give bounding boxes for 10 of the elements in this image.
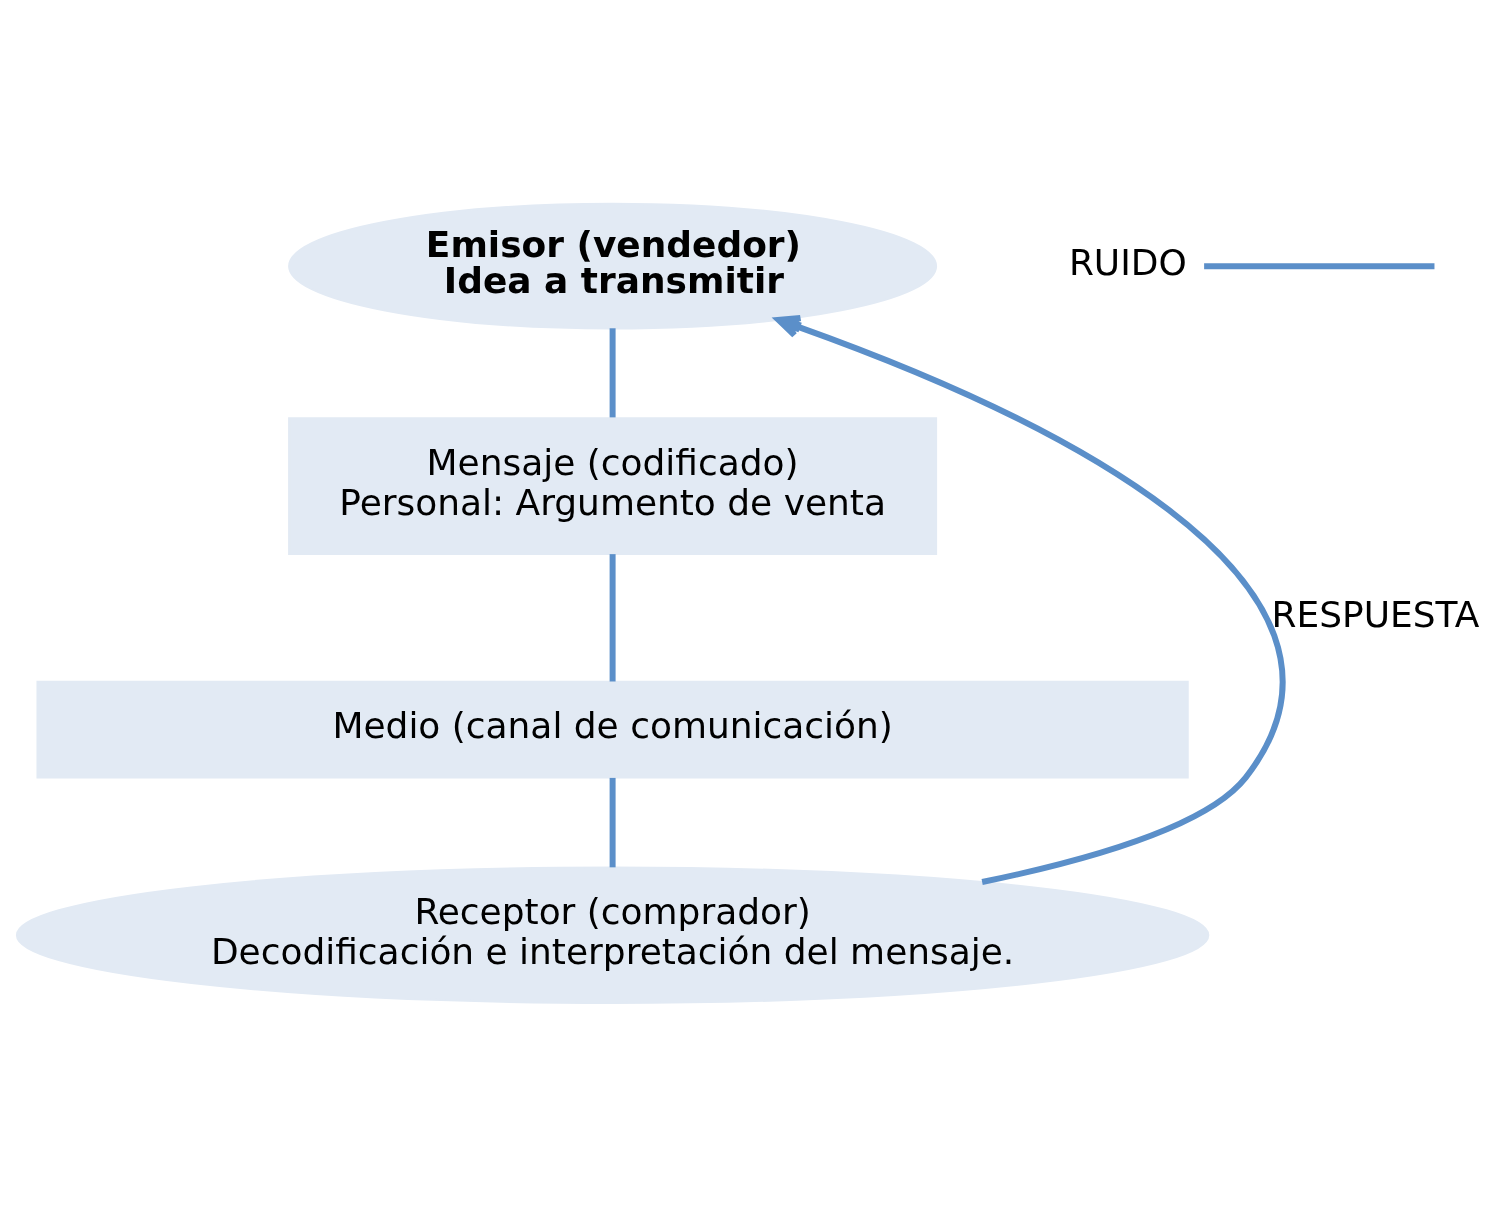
node-ellipse: Emisor (vendedor) Idea a transmitir [288,202,938,329]
edge-label: RESPUESTA [1271,593,1480,635]
node-box: Mensaje (codificado) Personal: Argumento de venta [288,416,938,555]
node-ellipse: Receptor (comprador) Decodificación e interpretación del mensaje. [15,866,1210,1004]
connector [609,777,616,867]
connector [1204,262,1435,269]
connector [609,553,616,681]
node-box: Medio (canal de comunicación) [36,680,1189,779]
connector [609,327,616,417]
node-text: RUIDO [1068,241,1187,283]
